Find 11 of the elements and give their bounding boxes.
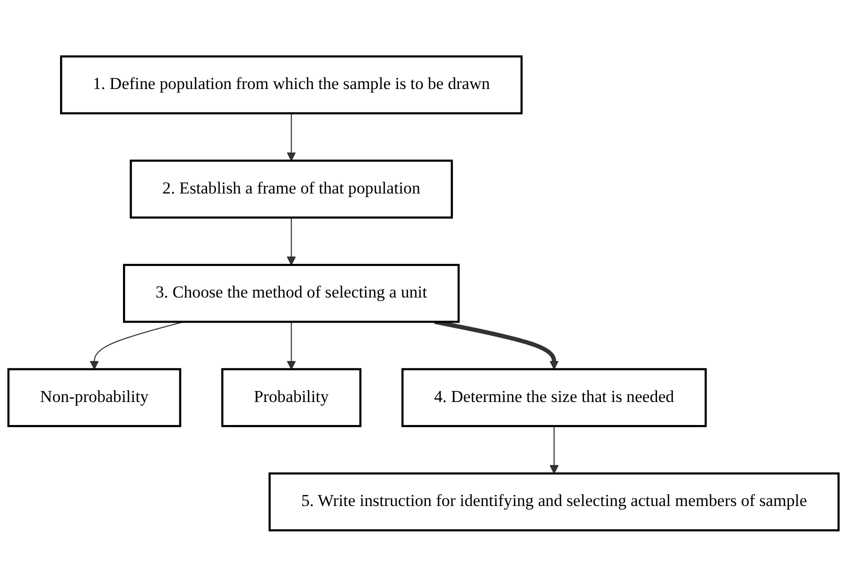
node-box: Probability — [221, 368, 362, 428]
node-box: 5. Write instruction for identifying and selecting actual members of sample — [268, 472, 840, 532]
arrow — [286, 113, 296, 162]
arrow — [286, 322, 296, 370]
node-box: 2. Establish a frame of that population — [130, 160, 453, 219]
node-box: 4. Determine the size that is needed — [401, 368, 707, 428]
arrow — [549, 426, 559, 474]
node-box: 3. Choose the method of selecting a unit — [122, 264, 460, 323]
arrow — [286, 218, 296, 266]
node-box: 1. Define population from which the sample is to be drawn — [60, 56, 523, 114]
node-box: Non-probability — [7, 368, 182, 428]
